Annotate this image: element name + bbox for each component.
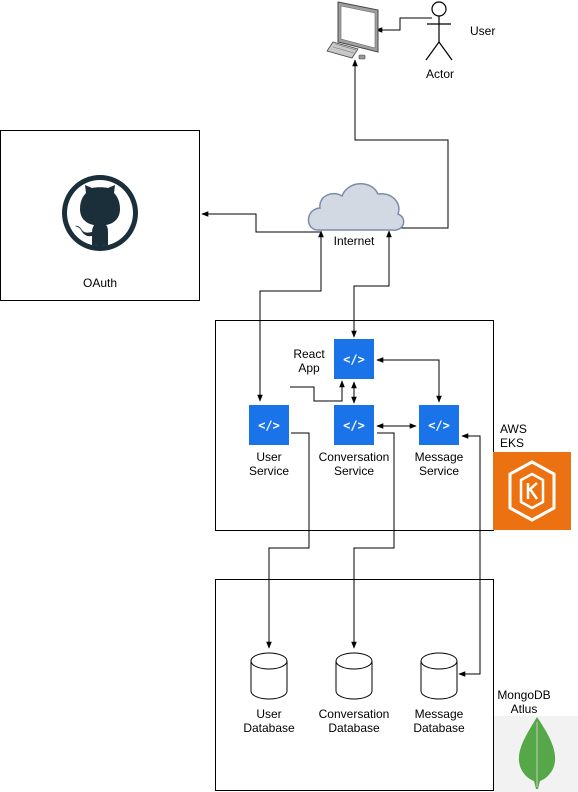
connector-internet-user-service xyxy=(257,230,324,402)
connector-internet-react-app xyxy=(351,230,392,338)
database-cylinder-icon xyxy=(250,652,458,700)
connector-user-service-react-app xyxy=(290,380,345,402)
connector-message-service-db xyxy=(458,433,481,677)
connector-internet-oauth xyxy=(201,211,320,233)
connector-react-message-service xyxy=(376,357,442,403)
oauth-box xyxy=(0,130,200,301)
connectors xyxy=(201,17,481,677)
message-service-node: </> xyxy=(419,405,459,445)
code-tag-icon: </> xyxy=(343,353,365,367)
user-database-cylinder xyxy=(250,652,288,700)
conversation-database-cylinder xyxy=(335,652,373,700)
cloud-icon xyxy=(307,183,405,231)
connector-internet-computer xyxy=(352,59,449,229)
connector-actor-computer xyxy=(375,17,432,33)
code-tag-icon: </> xyxy=(258,419,280,433)
kubernetes-eks-icon xyxy=(493,452,571,530)
actor-label: Actor xyxy=(425,67,454,81)
user-service-node: </> xyxy=(249,405,289,445)
connector-conversation-service-db xyxy=(351,432,395,649)
connector-user-service-db xyxy=(266,432,310,649)
desktop-computer-icon xyxy=(326,1,379,60)
oauth-label: OAuth xyxy=(82,276,118,290)
code-tag-icon: </> xyxy=(343,419,365,433)
message-database-cylinder xyxy=(420,652,458,700)
internet-label: Internet xyxy=(333,234,375,248)
github-octocat-icon xyxy=(62,175,138,251)
mongodb-leaf-icon xyxy=(494,716,578,792)
stick-figure-icon xyxy=(425,1,453,61)
conversation-service-node: </> xyxy=(334,405,374,445)
code-tag-icon: </> xyxy=(428,419,450,433)
react-app-node: </> xyxy=(334,339,374,379)
user-label: User xyxy=(470,24,496,38)
